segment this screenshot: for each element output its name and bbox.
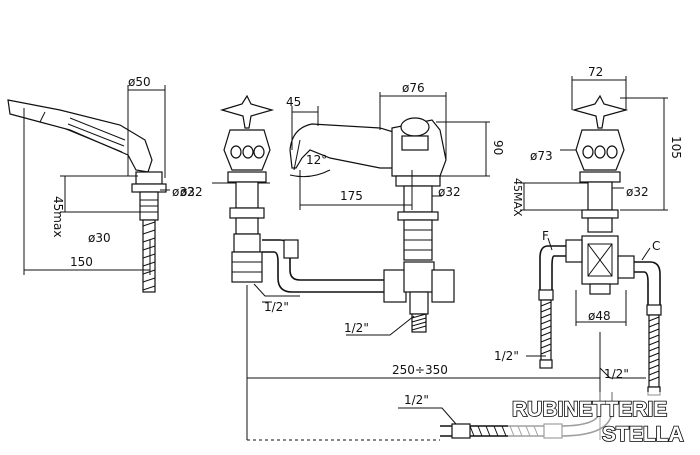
label-f: F — [542, 229, 549, 243]
dim-right-valve-handle: ø73 — [530, 149, 553, 163]
hand-shower — [7, 85, 170, 293]
brand-line-2: STELLA — [602, 423, 684, 446]
dim-spout-offset: 45 — [286, 95, 301, 109]
dim-left-valve-nut: ø32 — [180, 185, 203, 199]
dim-right-valve-height: 105 — [669, 136, 683, 159]
right-valve — [520, 76, 668, 396]
dim-centres: 250÷350 — [392, 363, 448, 377]
dim-right-valve-max: 45MAX — [511, 178, 524, 217]
label-c: C — [652, 239, 660, 253]
dim-spout-base-diam: ø32 — [438, 185, 461, 199]
dim-hand-shower-nut: ø32 — [172, 185, 195, 199]
brand-logo: RUBINETTERIE STELLA — [508, 392, 698, 447]
dim-spout-body-diam: ø76 — [402, 81, 425, 95]
left-valve — [212, 94, 385, 440]
dim-right-valve-width: 72 — [588, 65, 603, 79]
dim-hand-shower-base: ø30 — [88, 231, 111, 245]
dim-right-valve-nut: ø32 — [626, 185, 649, 199]
dim-spout-outlet: 1/2" — [344, 321, 369, 335]
dim-right-hose-right: 1/2" — [604, 367, 629, 381]
dim-spout-angle: 12° — [306, 153, 327, 167]
dim-bottom-hose: 1/2" — [404, 393, 429, 407]
dim-right-hose-left: 1/2" — [494, 349, 519, 363]
brand-line-1: RUBINETTERIE — [512, 398, 667, 421]
dim-hand-shower-height: 45max — [51, 196, 65, 237]
dim-hand-shower-width: ø50 — [128, 75, 151, 89]
dim-right-body-diam: ø48 — [588, 309, 611, 323]
dim-left-inlet: 1/2" — [264, 300, 289, 314]
spout — [289, 92, 490, 336]
dim-hand-shower-offset: 150 — [70, 255, 93, 269]
dim-spout-projection: 175 — [340, 189, 363, 203]
dim-spout-height: 90 — [491, 140, 505, 155]
